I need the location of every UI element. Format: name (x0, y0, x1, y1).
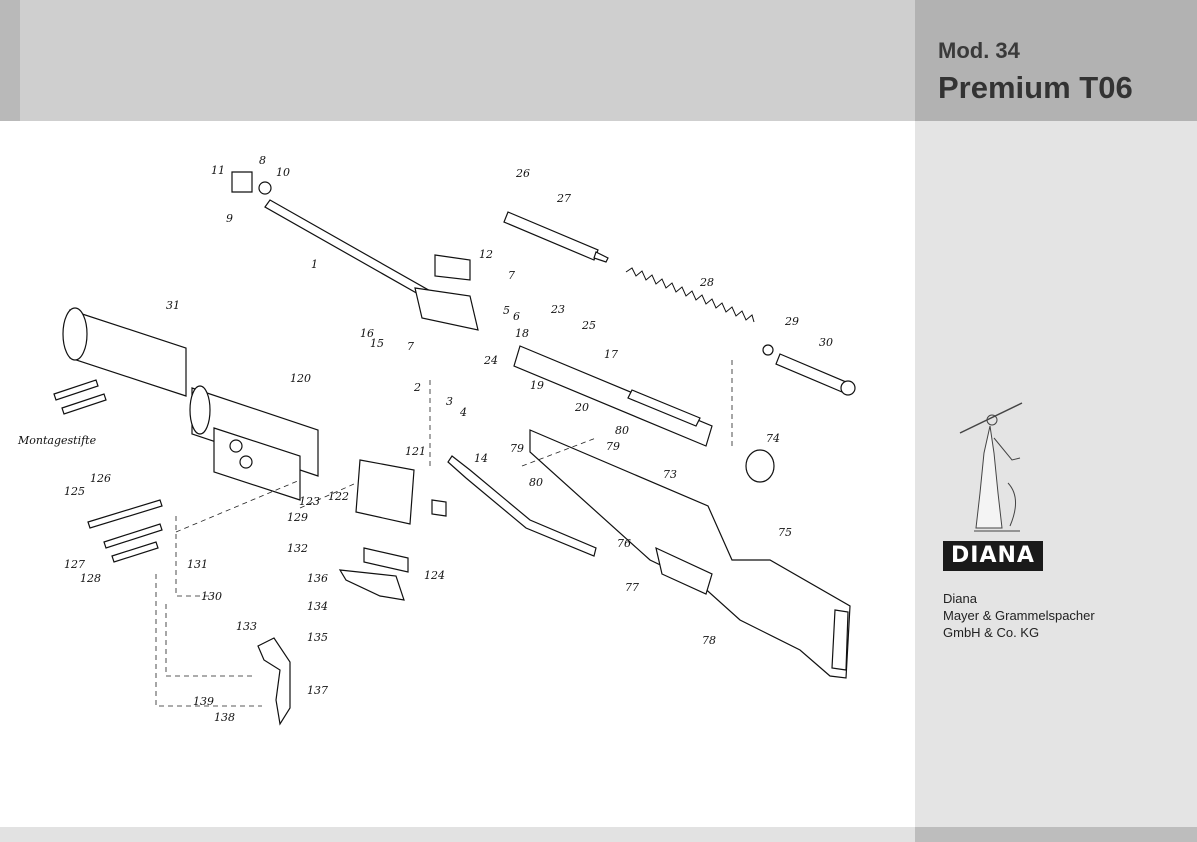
mounting-pins-caption: Montagestifte (17, 434, 97, 447)
part-label: 121 (405, 445, 426, 458)
part-label: 80 (615, 424, 629, 437)
company-line: Diana (943, 591, 977, 606)
company-info: Diana Mayer & Grammelspacher GmbH & Co. … (943, 590, 1095, 641)
part-label: 23 (550, 303, 565, 316)
barrel-part (231, 171, 433, 300)
part-label: 79 (606, 440, 620, 453)
part-label: 134 (307, 600, 328, 613)
safety-assembly-part (338, 459, 447, 601)
huntress-logo-figure (959, 402, 1023, 532)
part-label: 73 (663, 468, 677, 481)
part-label: 19 (530, 379, 544, 392)
part-label: 20 (574, 401, 589, 414)
part-label: 125 (64, 485, 85, 498)
spring-guide-part (762, 344, 856, 396)
company-line: Mayer & Grammelspacher (943, 608, 1095, 623)
part-label: 11 (211, 164, 225, 177)
header-band (0, 0, 915, 121)
part-label: 124 (424, 569, 445, 582)
part-label: 133 (236, 620, 257, 633)
part-label: 30 (819, 336, 833, 349)
part-label: 126 (90, 472, 111, 485)
part-label: 17 (604, 348, 618, 361)
part-label: 132 (287, 542, 308, 555)
part-label: 10 (276, 166, 290, 179)
sidebar (915, 0, 1197, 842)
product-title: Premium T06 (938, 70, 1133, 105)
part-label: 15 (370, 337, 384, 350)
part-label: 139 (193, 695, 214, 708)
trigger-housing-part (189, 385, 319, 501)
part-label: 135 (307, 631, 328, 644)
part-label: 127 (64, 558, 85, 571)
part-label: 128 (80, 572, 101, 585)
part-label: 4 (459, 406, 467, 419)
trigger-blade-part (257, 637, 291, 726)
mounting-pins-part (53, 379, 163, 563)
part-label: 136 (307, 572, 328, 585)
part-label: 29 (784, 315, 799, 328)
part-label: 6 (513, 310, 520, 323)
breech-block-part (414, 254, 479, 331)
part-label: 1 (311, 258, 318, 271)
part-label: 12 (479, 248, 493, 261)
trigger-guard-part (655, 546, 713, 595)
part-label: 78 (702, 634, 716, 647)
stock-part (529, 429, 851, 679)
footer-band (0, 827, 915, 842)
part-label: 3 (446, 395, 453, 408)
part-labels: 1 2 3 4 5 6 7 7 8 9 10 11 12 14 15 16 17… (17, 154, 833, 724)
header-tab (0, 0, 20, 121)
part-label: 138 (214, 711, 235, 724)
part-label: 25 (581, 319, 596, 332)
part-label: 130 (201, 590, 222, 603)
part-label: 7 (407, 340, 414, 353)
part-label: 27 (556, 192, 571, 205)
part-label: 131 (187, 558, 208, 571)
part-label: 5 (503, 304, 510, 317)
sidebar-header (915, 0, 1197, 121)
part-label: 31 (166, 299, 180, 312)
footer-band-side (915, 827, 1197, 842)
part-label: 24 (483, 354, 498, 367)
scope-mount-part (62, 307, 187, 397)
part-label: 77 (625, 581, 639, 594)
cocking-lever-part (447, 455, 597, 557)
part-label: 123 (299, 495, 320, 508)
part-label: 137 (307, 684, 328, 697)
end-cap-part (745, 449, 775, 483)
part-label: 9 (226, 212, 233, 225)
part-label: 129 (287, 511, 308, 524)
exploded-parts-diagram: 1 2 3 4 5 6 7 7 8 9 10 11 12 14 15 16 17… (17, 154, 856, 726)
part-label: 28 (699, 276, 714, 289)
part-label: 79 (510, 442, 524, 455)
part-label: 2 (413, 381, 421, 394)
main-spring-part (625, 267, 755, 323)
piston-part (503, 211, 609, 263)
part-label: 8 (259, 154, 266, 167)
part-label: 7 (508, 269, 515, 282)
part-label: 80 (529, 476, 543, 489)
part-label: 14 (474, 452, 488, 465)
part-label: 75 (778, 526, 792, 539)
part-label: 16 (360, 327, 374, 340)
diana-logo: DIANA (943, 541, 1043, 571)
compression-tube-part (513, 345, 713, 447)
assembly-guide-lines (155, 360, 733, 707)
part-label: 76 (617, 537, 631, 550)
part-label: 120 (290, 372, 311, 385)
part-label: 26 (515, 167, 530, 180)
company-line: GmbH & Co. KG (943, 625, 1040, 640)
part-label: 122 (328, 490, 349, 503)
model-name: Mod. 34 (938, 38, 1020, 63)
part-label: 18 (515, 327, 529, 340)
part-label: 74 (766, 432, 780, 445)
